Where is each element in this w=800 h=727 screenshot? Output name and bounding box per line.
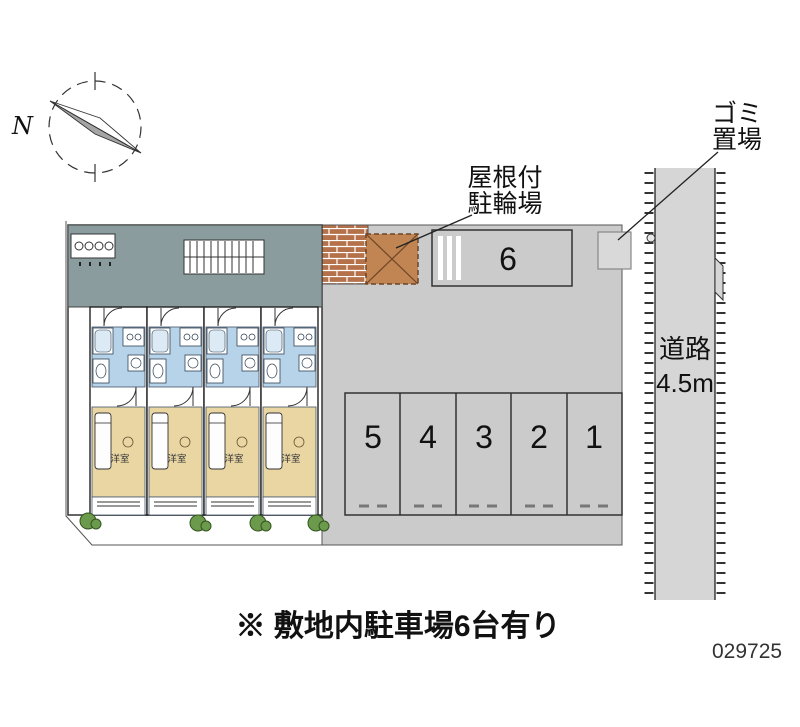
bushes: [79, 512, 330, 532]
garbage-label-line1: ゴミ: [712, 100, 762, 128]
building: 洋室 洋室 洋室 洋室: [67, 224, 323, 516]
bicycle-parking-label-line2: 駐輪場: [467, 190, 542, 218]
unit-2-room-label: 洋室: [167, 453, 186, 465]
compass-needle-outline: [49, 100, 142, 154]
bush-4: [307, 514, 330, 532]
road: 道路 4.5m: [644, 168, 726, 600]
garbage-label-line2: 置場: [712, 126, 762, 154]
stall-6-label: 6: [499, 241, 517, 277]
stall-2-label: 2: [530, 419, 548, 455]
unit-2: [146, 306, 205, 516]
bicycle-parking-label-line1: 屋根付: [467, 164, 542, 192]
stairs: [183, 239, 265, 275]
stall-1-label: 1: [585, 419, 603, 455]
unit-3: [203, 306, 262, 516]
plan-number: 029725: [712, 640, 782, 663]
meter-box-ticks: [79, 262, 111, 266]
road-surface: [655, 168, 715, 600]
north-label: N: [11, 112, 34, 140]
stall-3-label: 3: [475, 419, 493, 455]
unit-1: [89, 306, 148, 516]
bicycle-leader-line: [395, 214, 473, 249]
road-manhole: [646, 233, 656, 243]
bush-3: [249, 514, 272, 532]
road-width-label: 4.5m: [656, 368, 714, 398]
stall-dividers: [399, 393, 568, 515]
meter-box: [70, 233, 116, 266]
parking-stalls: 5 4 3 2 1: [344, 392, 623, 516]
unit-4-room-label: 洋室: [281, 453, 300, 465]
unit-3-room-label: 洋室: [224, 453, 243, 465]
unit-1-room-label: 洋室: [110, 453, 129, 465]
brick-paving: [321, 224, 369, 285]
garbage-area: [597, 231, 632, 270]
road-label: 道路: [659, 334, 711, 364]
garbage-leader-line: [617, 151, 719, 241]
compass: N: [11, 72, 142, 182]
site-note: ※ 敷地内駐車場6台有り: [235, 609, 560, 643]
parking-stall-6: 6: [431, 229, 573, 287]
road-notch: [714, 256, 724, 302]
stall-6-wheel-stops: [438, 236, 461, 280]
unit-4: [260, 306, 319, 516]
bush-1: [79, 512, 102, 530]
bush-2: [189, 514, 212, 532]
stall-4-label: 4: [419, 419, 437, 455]
stall-5-label: 5: [364, 419, 382, 455]
